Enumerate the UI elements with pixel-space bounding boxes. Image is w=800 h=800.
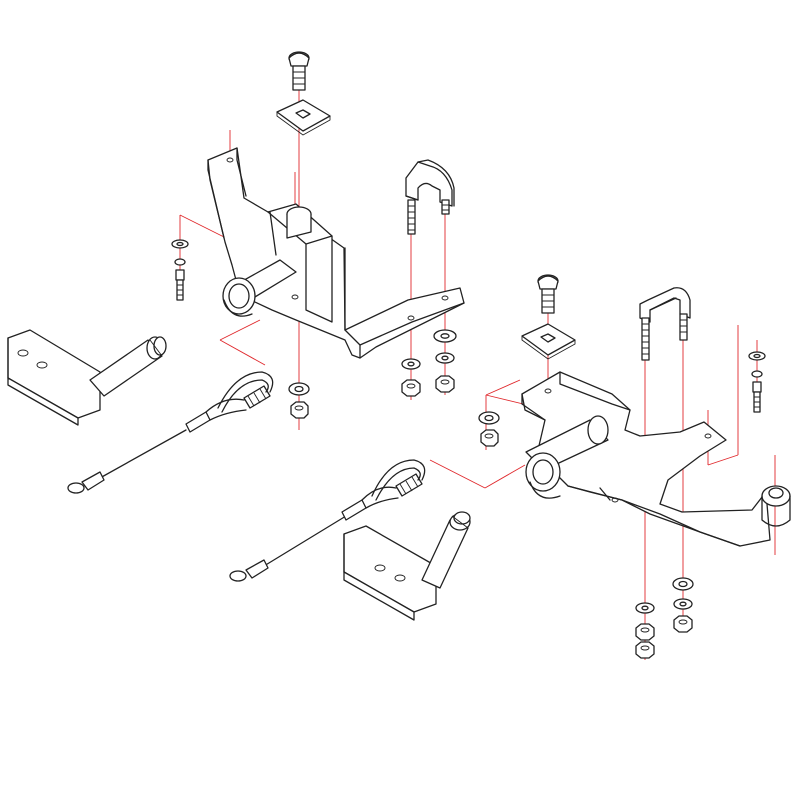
washer-nut-stack-left-ubolt bbox=[401, 329, 457, 397]
safety-cable-left bbox=[67, 371, 274, 494]
pin-bracket-right bbox=[343, 525, 437, 621]
square-washer-right bbox=[521, 323, 576, 360]
pin-bracket-left bbox=[7, 329, 101, 426]
safety-cable-right bbox=[229, 459, 426, 582]
washer-nut-stack-right-left bbox=[478, 411, 500, 447]
carriage-bolt-left bbox=[288, 51, 310, 91]
assembly-axis-lines bbox=[179, 60, 776, 660]
washer-nut-stack-right-bottom bbox=[635, 577, 694, 659]
hitch-pin-right bbox=[421, 511, 471, 589]
mount-bracket-right bbox=[521, 371, 791, 547]
hitch-pin-left bbox=[89, 336, 167, 397]
u-bolt-right bbox=[639, 287, 691, 361]
mount-bracket-left bbox=[207, 147, 465, 359]
bolt-stack-right bbox=[748, 351, 766, 413]
square-washer-left bbox=[276, 99, 331, 136]
washer-nut-stack-left-center bbox=[288, 382, 310, 419]
carriage-bolt-right bbox=[537, 274, 559, 314]
u-bolt-left bbox=[405, 159, 455, 235]
bolt-stack-left bbox=[171, 239, 189, 301]
